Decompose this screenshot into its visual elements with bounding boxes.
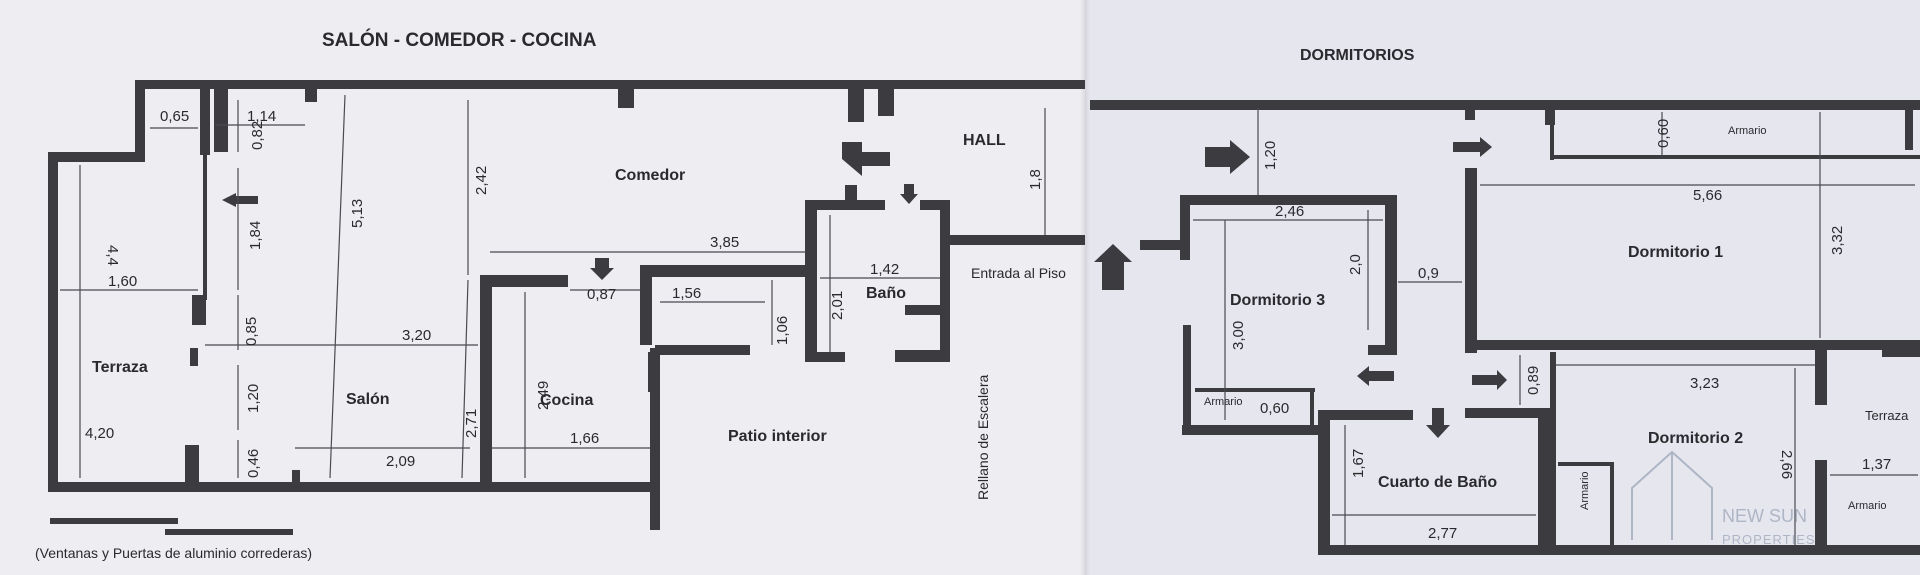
walls-right (1090, 100, 1920, 555)
watermark-line-2: PROPERTIES (1722, 532, 1816, 547)
legend-note: (Ventanas y Puertas de aluminio correder… (35, 545, 312, 561)
dim-label: 1,06 (774, 316, 791, 345)
watermark-logo: NEW SUN PROPERTIES (1631, 450, 1816, 547)
dim-label: 1,42 (870, 261, 899, 278)
room-comedor: Comedor (615, 167, 685, 184)
dim-label: 1,20 (245, 384, 262, 413)
dim-label: 0,46 (245, 449, 262, 478)
title-left: SALÓN - COMEDOR - COCINA (322, 29, 597, 51)
dim-label: 1,60 (108, 273, 137, 290)
room-terraza: Terraza (92, 359, 148, 376)
dim-label: 0,89 (1525, 366, 1542, 395)
label-rellano: Rellano de Escalera (975, 374, 991, 500)
dim-label: 0,60 (1655, 119, 1672, 148)
arrow-down-icon (1426, 408, 1450, 438)
dimension-lines (60, 94, 1918, 545)
dim-label: 1,56 (672, 285, 701, 302)
dim-label: 5,13 (349, 199, 366, 228)
walls-left (48, 80, 1085, 530)
room-bano: Baño (866, 285, 906, 302)
dim-label: 0,82 (249, 121, 266, 150)
dimension-labels: 0,65 1,14 0,82 4,4 1,60 1,84 0,85 1,20 0… (85, 108, 1891, 542)
room-hall: HALL (963, 132, 1006, 149)
arrow-left-icon (1357, 366, 1394, 386)
dim-label: 1,20 (1262, 141, 1279, 170)
arrow-right-icon (1453, 137, 1492, 157)
label-entrada: Entrada al Piso (971, 265, 1066, 281)
arrow-up-icon (1094, 244, 1132, 290)
room-patio: Patio interior (728, 428, 827, 445)
dim-label: 3,20 (402, 327, 431, 344)
dim-label: 2,71 (463, 409, 480, 438)
dim-label: 3,32 (1829, 226, 1846, 255)
paper-fold (1080, 0, 1090, 575)
dim-label: 4,20 (85, 425, 114, 442)
dim-label: 0,87 (587, 286, 616, 303)
dim-label: 0,85 (243, 317, 260, 346)
dim-label: 2,01 (829, 291, 846, 320)
label-armario-d1: Armario (1728, 125, 1767, 137)
dim-label: 0,9 (1418, 265, 1439, 282)
dim-label: 1,8 (1027, 169, 1044, 190)
arrow-down-icon (590, 258, 614, 280)
dim-label: 3,85 (710, 234, 739, 251)
dim-label: 0,60 (1260, 400, 1289, 417)
label-armario-d3: Armario (1204, 396, 1243, 408)
room-dormitorio-3: Dormitorio 3 (1230, 292, 1325, 309)
dim-label: 1,66 (570, 430, 599, 447)
arrows (222, 137, 1507, 438)
room-labels: Terraza Salón Comedor Cocina HALL Baño P… (92, 125, 1909, 512)
title-right: DORMITORIOS (1300, 47, 1415, 64)
arrow-left-icon (222, 193, 258, 207)
legend: (Ventanas y Puertas de aluminio correder… (35, 518, 312, 561)
dim-label: 1,67 (1350, 449, 1367, 478)
legend-line-window (50, 518, 178, 524)
dim-label: 1,14 (247, 108, 276, 125)
paper-sheet-left (0, 0, 1085, 575)
room-dormitorio-1: Dormitorio 1 (1628, 244, 1723, 261)
arrow-right-icon (1472, 370, 1507, 390)
legend-line-door (165, 529, 293, 535)
room-dormitorio-2: Dormitorio 2 (1648, 430, 1743, 447)
dim-label: 2,46 (1275, 203, 1304, 220)
dim-label: 2,0 (1347, 254, 1364, 275)
dim-label: 0,65 (160, 108, 189, 125)
dim-label: 1,84 (247, 221, 264, 250)
arrow-right-icon (1205, 140, 1250, 174)
dim-label: 2,77 (1428, 525, 1457, 542)
room-cuarto-bano: Cuarto de Baño (1378, 474, 1497, 491)
dim-label: 4,4 (104, 245, 121, 266)
dim-label: 3,23 (1690, 375, 1719, 392)
arrow-left-icon (842, 142, 890, 176)
label-armario-t2: Armario (1848, 500, 1887, 512)
dim-label: 2,49 (535, 381, 552, 410)
dim-label: 5,66 (1693, 187, 1722, 204)
dim-label: 1,37 (1862, 456, 1891, 473)
dim-label: 2,66 (1778, 450, 1795, 479)
room-salon: Salón (346, 391, 390, 408)
room-cocina: Cocina (540, 392, 593, 409)
watermark-line-1: NEW SUN (1722, 506, 1807, 526)
dim-label: 3,00 (1230, 321, 1247, 350)
room-terraza-2: Terraza (1865, 408, 1909, 423)
dim-label: 2,42 (473, 166, 490, 195)
arrow-down-icon (900, 184, 918, 204)
paper-sheet-right (1085, 0, 1920, 575)
dim-label: 2,09 (386, 453, 415, 470)
label-armario-d2: Armario (1579, 471, 1591, 510)
